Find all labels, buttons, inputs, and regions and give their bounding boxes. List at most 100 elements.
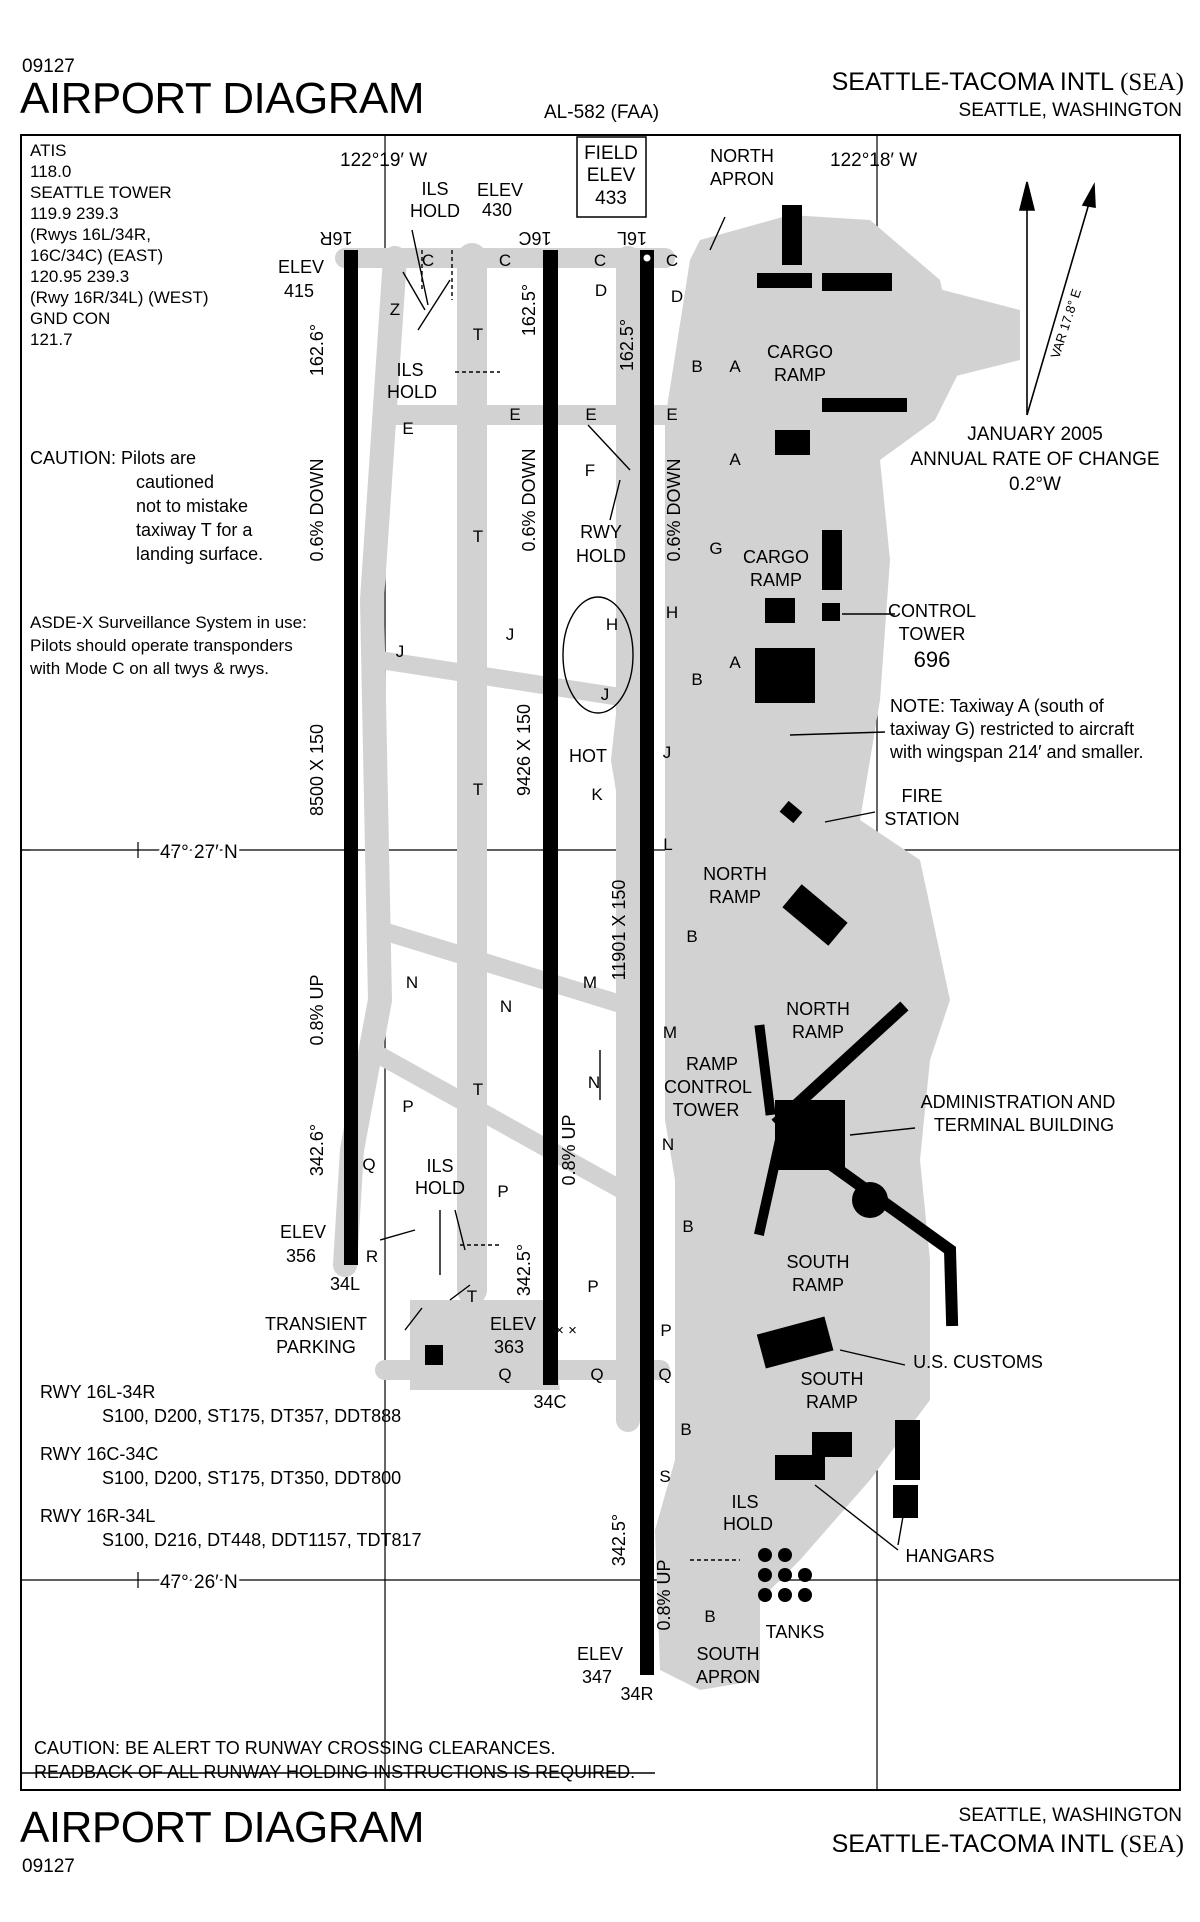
building-north-2 [757,273,812,288]
twy-label-e: E [509,405,520,424]
east-apron [655,215,960,1690]
footer-airport-name: SEATTLE-TACOMA INTL (SEA) [832,1830,1184,1859]
terminal-leader [849,1127,916,1136]
south-ramp-label: SOUTH [787,1252,850,1272]
taxiway-labels: C C C C D D Z T T T T T B A A A E E E E … [362,251,741,1626]
twy-label-e: E [666,405,677,424]
comm-line: (Rwys 16L/34R, [30,225,151,244]
airport-id: (SEA) [1120,69,1184,96]
twy-label-m: M [583,973,597,992]
caution-line: taxiway T for a [136,520,253,540]
fire-station-label: STATION [884,809,959,829]
declared-values: S100, D200, ST175, DT357, DDT888 [102,1406,401,1426]
rwy-end-16R: 16R [319,228,352,248]
lat-lon-ticks [21,842,139,1588]
taxiway-high-speed [611,571,649,889]
fire-station-building [779,800,803,824]
ils-hold-label: HOLD [387,382,437,402]
building-cargo-4 [765,598,795,623]
declared-values: S100, D200, ST175, DT350, DDT800 [102,1468,401,1488]
rwy-hold-label: RWY [580,522,622,542]
comm-line: 119.9 239.3 [30,204,119,223]
elev-value-34C: 363 [494,1337,524,1357]
ils-hold-leader-south [379,1209,466,1275]
twy-label-n: N [662,1135,674,1154]
ils-hold-marks-north [421,250,453,300]
north-apron-label: APRON [710,169,774,189]
runway-16C-34C [543,250,558,1385]
twy-label-l: L [663,835,672,854]
twy-label-t: T [473,780,483,799]
cargo-ramp-label-2: CARGO [743,547,809,567]
taxiway-p [361,1041,649,1209]
elev-label-16C: ELEV [477,180,523,200]
twy-label-c: C [422,251,434,270]
twy-label-e: E [585,405,596,424]
latitude-north: 47° 27′ N [160,842,238,863]
north-ramp-label-2: RAMP [792,1022,844,1042]
tank [758,1568,772,1582]
rwy-34C-gradient: 0.8% UP [559,1114,579,1185]
twy-label-g: G [709,539,722,558]
cargo-ramp-label-2: RAMP [750,570,802,590]
elev-value-16C: 430 [482,200,512,220]
comm-line: 16C/34C) (EAST) [30,246,163,265]
terminal-concourse-nw [754,1024,776,1116]
asdex-line: Pilots should operate transponders [30,636,293,655]
runways [344,250,654,1675]
caution-line: landing surface. [136,544,263,564]
elev-label-34R: ELEV [577,1644,623,1664]
rwy-16C-dims: 9426 X 150 [514,704,534,796]
comm-line: 118.0 [30,162,71,181]
page-title: AIRPORT DIAGRAM [20,74,425,123]
comm-line: ATIS [30,141,67,160]
twy-label-k: K [591,785,603,804]
twy-label-c: C [666,251,678,270]
twy-label-b: B [686,927,697,946]
control-tower-elev: 696 [914,647,951,672]
tank [758,1548,772,1562]
longitude-east: 122°18′ W [830,150,917,171]
asdex-line: with Mode C on all twys & rwys. [29,659,269,678]
twy-label-a: A [729,357,741,376]
cargo-ramp-label: RAMP [774,365,826,385]
footer-city: SEATTLE, WASHINGTON [958,1805,1182,1826]
asdex-note: ASDE-X Surveillance System in use: Pilot… [29,613,307,678]
rwy-end-16L: 16L [617,228,647,248]
comm-line: SEATTLE TOWER [30,183,172,202]
taxiway-n [371,921,649,1019]
field-elev-label-1: FIELD [584,143,638,164]
pavement [410,215,1020,1690]
rwy-34R-heading: 342.5° [609,1514,629,1566]
latitude-south: 47° 26′ N [160,1572,238,1593]
control-tower-building [822,603,840,621]
comm-line: 120.95 239.3 [30,267,129,286]
ramp-control-tower-label: RAMP [686,1054,738,1074]
building-cargo-3 [822,530,842,590]
twy-label-q: Q [362,1155,375,1174]
tank [798,1568,812,1582]
map-frame [20,134,1181,1791]
rwy-16L-dims: 11901 X 150 [609,880,629,981]
magnetic-north-arrowhead [1081,182,1096,208]
fire-station-label: FIRE [901,786,942,806]
longitude-west: 122°19′ W [340,150,427,171]
tank [778,1548,792,1562]
rwy-34L-gradient: 0.8% UP [307,974,327,1045]
twy-label-t: T [473,325,483,344]
magvar-rate: 0.2°W [1009,474,1061,495]
true-north-arrowhead [1018,181,1036,211]
field-elev-label-2: ELEV [587,165,636,186]
twy-label-n: N [588,1073,600,1092]
chart-id: AL-582 (FAA) [544,102,660,123]
transient-parking-label: TRANSIENT [265,1314,367,1334]
caution-line: not to mistake [136,496,248,516]
airport-city: SEATTLE, WASHINGTON [958,100,1182,121]
tank [778,1568,792,1582]
south-apron-label: SOUTH [697,1644,760,1664]
twy-label-p: P [660,1321,671,1340]
twy-label-p: P [402,1097,413,1116]
note-line: taxiway G) restricted to aircraft [890,719,1134,739]
south-apron-label: APRON [696,1667,760,1687]
twy-label-c: C [594,251,606,270]
